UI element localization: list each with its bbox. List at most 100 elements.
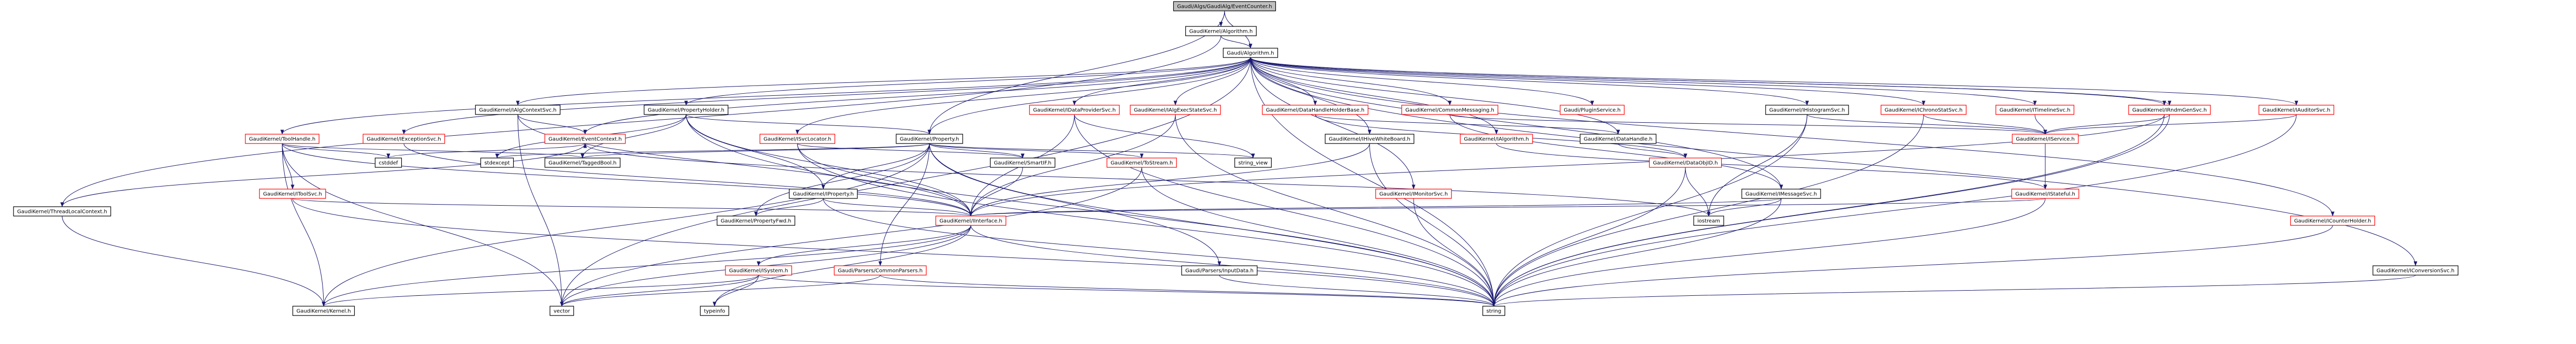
edge-propertyholder-to-iinterface	[686, 114, 973, 217]
node-taggedbool[interactable]: GaudiKernel/TaggedBool.h	[544, 157, 621, 168]
edge-gaudi-algorithm-to-isvclocator	[795, 57, 1251, 135]
edge-line	[517, 114, 564, 307]
edge-toolhandle-to-vector	[282, 143, 564, 307]
node-dataobjid[interactable]: GaudiKernel/DataObjID.h	[1649, 157, 1722, 168]
node-eventcontext[interactable]: GaudiKernel/EventContext.h	[544, 134, 626, 144]
node-label: Gaudi/Parsers/CommonParsers.h	[838, 268, 923, 274]
node-isvclocator[interactable]: GaudiKernel/ISvcLocator.h	[760, 134, 835, 144]
node-iinterface[interactable]: GaudiKernel/IInterface.h	[935, 216, 1007, 226]
node-gaudi-algorithm[interactable]: Gaudi/Algorithm.h	[1222, 48, 1278, 58]
node-tostream[interactable]: GaudiKernel/ToStream.h	[1107, 157, 1177, 168]
node-icounterholder[interactable]: GaudiKernel/ICounterHolder.h	[2290, 216, 2375, 226]
edge-line	[823, 198, 973, 217]
node-cstddef[interactable]: cstddef	[374, 157, 402, 168]
node-timelinesvc[interactable]: GaudiKernel/ITimelineSvc.h	[1995, 105, 2075, 115]
node-rndmgensvc[interactable]: GaudiKernel/IRndmGenSvc.h	[2128, 105, 2211, 115]
node-box	[834, 265, 927, 276]
node-root[interactable]: Gaudi/Algs/GaudiAlg/EventCounter.h	[1173, 1, 1276, 11]
edge-line	[1250, 57, 1496, 307]
node-label: GaudiKernel/IAlgContextSvc.h	[479, 108, 557, 113]
node-parsers-input[interactable]: Gaudi/Parsers/InputData.h	[1181, 265, 1258, 276]
edge-chronostatsvc-to-iservice	[1923, 114, 2047, 135]
node-box	[475, 105, 561, 115]
node-idataprovider[interactable]: GaudiKernel/IDataProviderSvc.h	[1029, 105, 1120, 115]
node-ialgorithm[interactable]: GaudiKernel/IAlgorithm.h	[1460, 134, 1533, 144]
edge-line	[60, 35, 1221, 207]
edge-parsers-input-to-string	[1219, 275, 1496, 307]
edge-gaudi-algorithm-to-property	[927, 57, 1251, 135]
node-box	[2258, 105, 2335, 115]
node-threadlocal[interactable]: GaudiKernel/ThreadLocalContext.h	[13, 206, 111, 217]
node-label: Gaudi/PluginService.h	[1564, 108, 1621, 113]
edge-line	[797, 143, 1496, 307]
node-imessagesvc[interactable]: GaudiKernel/IMessageSvc.h	[1741, 189, 1821, 199]
node-string-view[interactable]: string_view	[1234, 157, 1272, 168]
edge-line	[823, 198, 1496, 307]
edge-line	[969, 198, 2046, 217]
node-isystem[interactable]: GaudiKernel/ISystem.h	[725, 265, 792, 276]
node-kernel[interactable]: GaudiKernel/Kernel.h	[292, 306, 355, 316]
node-histogramsvc[interactable]: GaudiKernel/IHistogramSvc.h	[1765, 105, 1849, 115]
node-property[interactable]: GaudiKernel/Property.h	[896, 134, 963, 144]
edge-commonmessaging-to-iservice	[1449, 114, 2047, 135]
node-datahandle[interactable]: GaudiKernel/DataHandle.h	[1580, 134, 1656, 144]
node-gk-algorithm[interactable]: GaudiKernel/Algorithm.h	[1185, 26, 1257, 36]
node-typeinfo[interactable]: typeinfo	[700, 306, 730, 316]
node-iexceptionsvc[interactable]: GaudiKernel/IExceptionSvc.h	[362, 134, 445, 144]
node-box	[245, 134, 319, 144]
edge-gaudi-algorithm-to-ialgorithm	[1250, 57, 1498, 135]
edge-line	[1449, 114, 2047, 135]
edge-auditorsvc-to-string	[1492, 114, 2297, 307]
node-label: GaudiKernel/ITimelineSvc.h	[2000, 108, 2071, 113]
edge-line	[403, 143, 973, 217]
node-ihivewhiteboard[interactable]: GaudiKernel/IHiveWhiteBoard.h	[1325, 134, 1415, 144]
node-istateful[interactable]: GaudiKernel/IStateful.h	[2011, 189, 2079, 199]
node-box	[2373, 265, 2458, 276]
edge-ihivewhiteboard-to-string	[1369, 143, 1496, 307]
edge-line	[1492, 114, 1808, 307]
node-label: Gaudi/Algorithm.h	[1227, 51, 1274, 56]
node-auditorsvc[interactable]: GaudiKernel/IAuditorSvc.h	[2258, 105, 2335, 115]
node-imonitorsvc[interactable]: GaudiKernel/IMonitorSvc.h	[1375, 189, 1452, 199]
node-iostream[interactable]: iostream	[1693, 216, 1724, 226]
node-iservice[interactable]: GaudiKernel/IService.h	[2012, 134, 2079, 144]
edge-line	[795, 57, 1251, 135]
edge-toolhandle-to-iinterface	[282, 143, 973, 217]
node-algexecstate[interactable]: GaudiKernel/IAlgExecStateSvc.h	[1130, 105, 1221, 115]
node-itoolsvc[interactable]: GaudiKernel/IToolSvc.h	[259, 189, 326, 199]
node-propertyfwd[interactable]: GaudiKernel/PropertyFwd.h	[717, 216, 795, 226]
node-box	[1325, 134, 1415, 144]
node-box	[544, 134, 626, 144]
node-iproperty[interactable]: GaudiKernel/IProperty.h	[789, 189, 858, 199]
node-smartif[interactable]: GaudiKernel/SmartIF.h	[989, 157, 1056, 168]
nodes-layer: Gaudi/Algs/GaudiAlg/EventCounter.hGaudiK…	[13, 1, 2458, 316]
edge-iauditor-to-iinterface	[969, 114, 2165, 217]
edge-line	[878, 143, 930, 266]
edges-layer	[60, 10, 2418, 307]
node-propertyholder[interactable]: GaudiKernel/PropertyHolder.h	[644, 105, 729, 115]
node-box	[2290, 216, 2375, 226]
node-label: GaudiKernel/IHiveWhiteBoard.h	[1329, 137, 1410, 142]
node-stdexcept[interactable]: stdexcept	[480, 157, 514, 168]
edge-line	[62, 143, 587, 207]
node-box	[700, 306, 730, 316]
edge-property-to-string-view	[929, 143, 1255, 159]
node-parsers-common[interactable]: Gaudi/Parsers/CommonParsers.h	[834, 265, 927, 276]
node-string[interactable]: string	[1482, 306, 1505, 316]
edge-line	[929, 143, 1221, 266]
node-iconversionsvc[interactable]: GaudiKernel/IConversionSvc.h	[2373, 265, 2458, 276]
node-toolhandle[interactable]: GaudiKernel/ToolHandle.h	[245, 134, 319, 144]
node-algcontextsvc[interactable]: GaudiKernel/IAlgContextSvc.h	[475, 105, 561, 115]
node-datahandleholder[interactable]: GaudiKernel/DataHandleHolderBase.h	[1262, 105, 1369, 115]
edge-algcontextsvc-to-vector	[517, 114, 564, 307]
edge-gaudi-algorithm-to-algcontextsvc	[516, 57, 1251, 106]
node-pluginservice[interactable]: Gaudi/PluginService.h	[1560, 105, 1625, 115]
node-chronostatsvc[interactable]: GaudiKernel/IChronoStatSvc.h	[1881, 105, 1967, 115]
edge-line	[1250, 57, 1416, 190]
node-label: vector	[554, 309, 571, 314]
edge-line	[929, 143, 1144, 159]
node-commonmessaging[interactable]: GaudiKernel/CommonMessaging.h	[1401, 105, 1498, 115]
node-box	[789, 189, 858, 199]
node-vector[interactable]: vector	[549, 306, 574, 316]
